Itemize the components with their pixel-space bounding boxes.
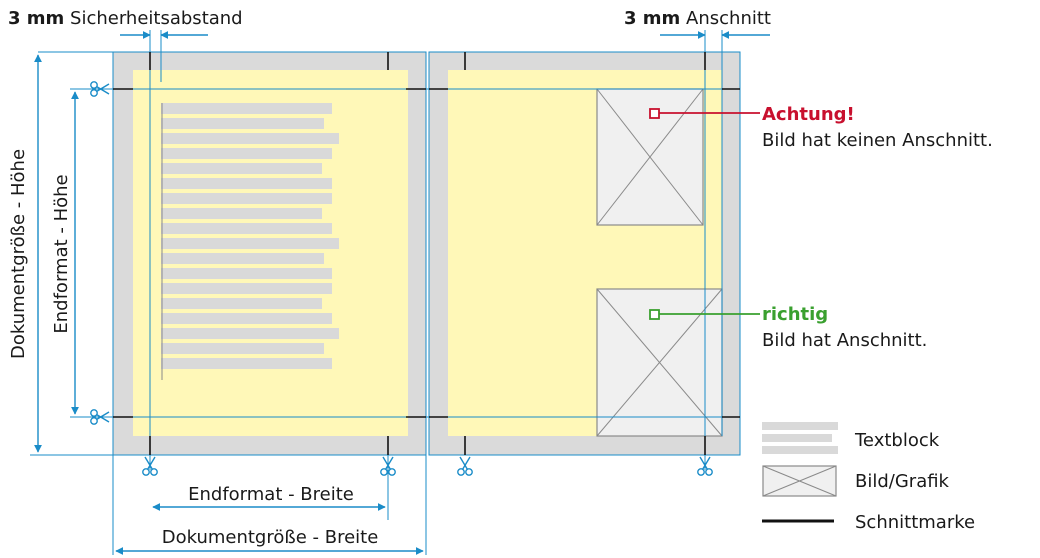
- warning-callout: Achtung! Bild hat keinen Anschnitt.: [649, 104, 993, 151]
- ok-text: Bild hat Anschnitt.: [762, 330, 927, 351]
- ok-title: richtig: [762, 304, 828, 325]
- text-line: [161, 328, 339, 339]
- text-line: [161, 148, 332, 159]
- text-line: [161, 208, 322, 219]
- text-line: [161, 268, 332, 279]
- text-line: [161, 298, 322, 309]
- text-line: [161, 223, 332, 234]
- scissors-icon: [457, 456, 473, 476]
- legend-cutmark-label: Schnittmarke: [855, 512, 975, 533]
- guide-lines: [30, 30, 740, 555]
- left-page: [112, 51, 427, 456]
- text-line: [161, 133, 339, 144]
- right-page-outline: [428, 51, 741, 456]
- text-line: [161, 118, 324, 129]
- text-line: [161, 343, 324, 354]
- doc-width-label: Dokumentgröße - Breite: [162, 527, 379, 548]
- text-line: [161, 358, 332, 369]
- header-right-label: 3 mm Anschnitt: [624, 8, 771, 29]
- textblock: [161, 103, 339, 369]
- crop-marks: [113, 52, 740, 455]
- doc-height-label: Dokumentgröße - Höhe: [8, 149, 29, 359]
- warning-text: Bild hat keinen Anschnitt.: [762, 130, 993, 151]
- text-line: [161, 313, 332, 324]
- text-line: [161, 193, 332, 204]
- text-line: [161, 178, 332, 189]
- legend-textblock-swatch: [762, 422, 838, 454]
- text-line: [161, 163, 322, 174]
- end-height-label: Endformat - Höhe: [51, 174, 72, 333]
- text-line: [161, 238, 339, 249]
- image-placeholder-icon: [762, 465, 837, 497]
- ok-callout: richtig Bild hat Anschnitt.: [649, 304, 927, 351]
- legend-textblock-label: Textblock: [854, 430, 940, 451]
- header-left-label: 3 mm Sicherheitsabstand: [8, 8, 243, 29]
- text-line: [161, 103, 332, 114]
- legend-image-label: Bild/Grafik: [855, 471, 950, 492]
- legend: Textblock Bild/Grafik Schnittmarke: [762, 422, 975, 533]
- text-line: [161, 253, 324, 264]
- text-line: [161, 283, 332, 294]
- end-width-label: Endformat - Breite: [188, 484, 354, 505]
- warning-title: Achtung!: [762, 104, 855, 125]
- left-page-outline: [112, 51, 427, 456]
